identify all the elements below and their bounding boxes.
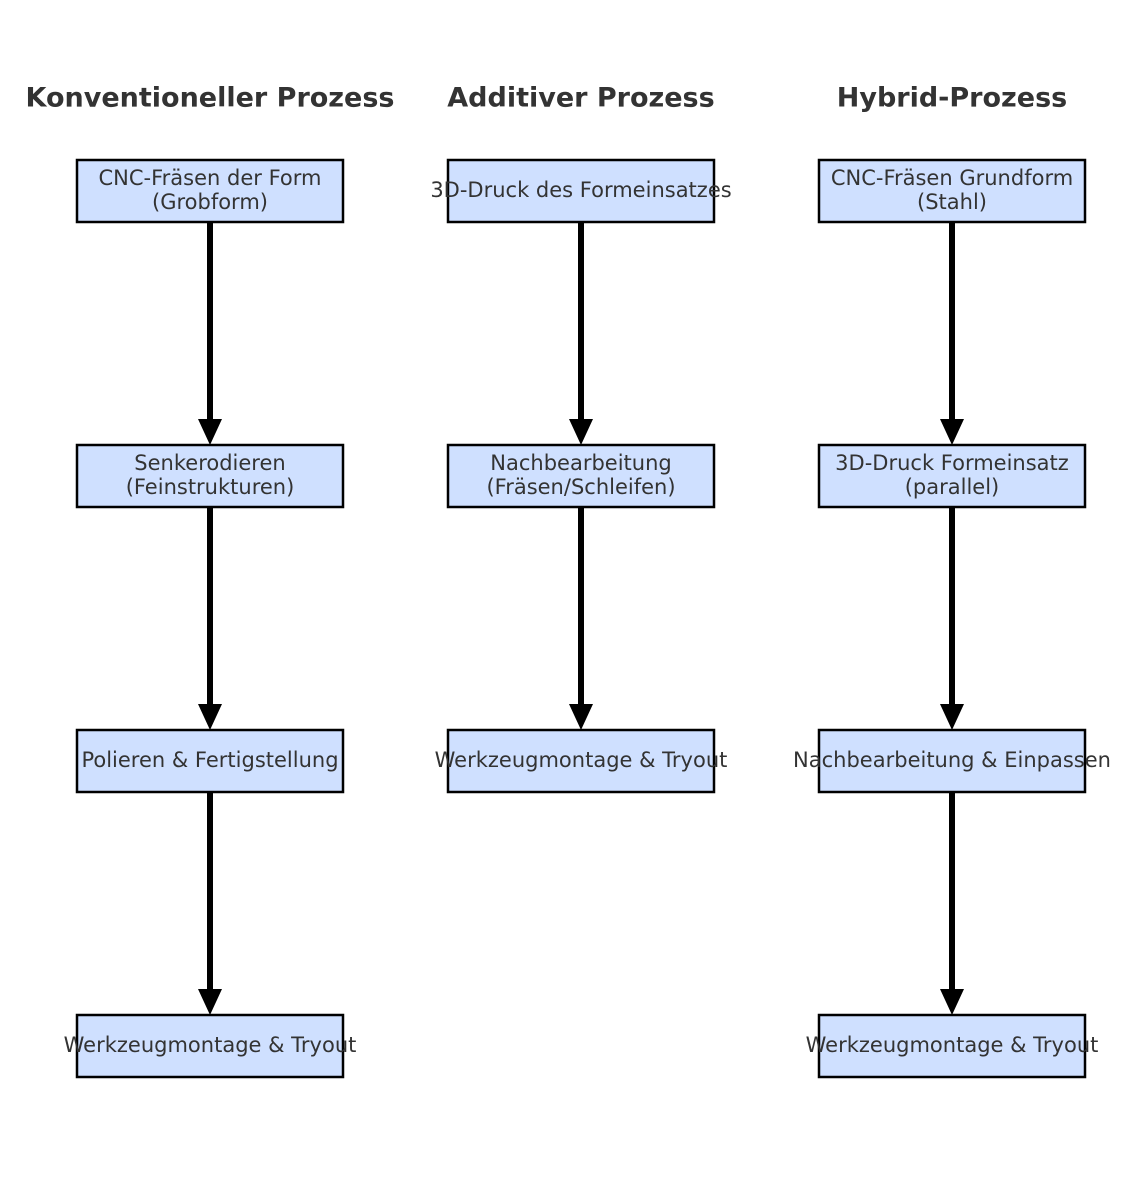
step-label: (parallel) (905, 475, 1000, 499)
step-box-rect (817, 1013, 1087, 1079)
arrow-head-icon (940, 704, 964, 730)
step-box-rect (446, 158, 716, 224)
step-label: Polieren & Fertigstellung (81, 748, 338, 772)
process-step-box: Werkzeugmontage & Tryout (435, 728, 728, 794)
step-box-rect (75, 158, 345, 224)
step-box-rect (817, 728, 1087, 794)
process-step-box: CNC-Fräsen Grundform(Stahl) (817, 158, 1087, 224)
process-step-box: Werkzeugmontage & Tryout (806, 1013, 1099, 1079)
process-step-box: Nachbearbeitung(Fräsen/Schleifen) (446, 443, 716, 509)
step-label: Senkerodieren (134, 451, 285, 475)
step-label: 3D-Druck des Formeinsatzes (430, 178, 731, 202)
step-box-rect (75, 728, 345, 794)
step-label: (Grobform) (152, 190, 268, 214)
step-label: (Stahl) (917, 190, 987, 214)
process-step-box: CNC-Fräsen der Form(Grobform) (75, 158, 345, 224)
arrow-head-icon (940, 989, 964, 1015)
step-label: (Feinstrukturen) (126, 475, 295, 499)
step-label: 3D-Druck Formeinsatz (835, 451, 1069, 475)
step-label: CNC-Fräsen der Form (99, 166, 322, 190)
arrow-head-icon (569, 419, 593, 445)
process-step-box: Senkerodieren(Feinstrukturen) (75, 443, 345, 509)
column-title: Hybrid-Prozess (837, 83, 1067, 114)
process-step-box: Nachbearbeitung & Einpassen (793, 728, 1111, 794)
column-title: Konventioneller Prozess (26, 83, 395, 114)
step-box-rect (75, 1013, 345, 1079)
step-box-rect (446, 728, 716, 794)
arrow-head-icon (198, 704, 222, 730)
step-label: Werkzeugmontage & Tryout (435, 748, 728, 772)
arrow-head-icon (569, 704, 593, 730)
step-box-rect (817, 443, 1087, 509)
arrow-head-icon (198, 419, 222, 445)
step-label: CNC-Fräsen Grundform (831, 166, 1073, 190)
step-label: Werkzeugmontage & Tryout (64, 1033, 357, 1057)
step-box-rect (75, 443, 345, 509)
step-box-rect (817, 158, 1087, 224)
arrow-head-icon (198, 989, 222, 1015)
process-step-box: Polieren & Fertigstellung (75, 728, 345, 794)
step-box-rect (446, 443, 716, 509)
process-step-box: 3D-Druck des Formeinsatzes (430, 158, 732, 224)
step-label: Werkzeugmontage & Tryout (806, 1033, 1099, 1057)
column-title: Additiver Prozess (447, 83, 714, 114)
step-label: Nachbearbeitung & Einpassen (793, 748, 1111, 772)
step-label: (Fräsen/Schleifen) (486, 475, 675, 499)
process-step-box: 3D-Druck Formeinsatz(parallel) (817, 443, 1087, 509)
process-step-box: Werkzeugmontage & Tryout (64, 1013, 357, 1079)
column-additiv: Additiver Prozess 3D-Druck des Formeinsat… (430, 83, 732, 794)
arrow-head-icon (940, 419, 964, 445)
step-label: Nachbearbeitung (490, 451, 671, 475)
